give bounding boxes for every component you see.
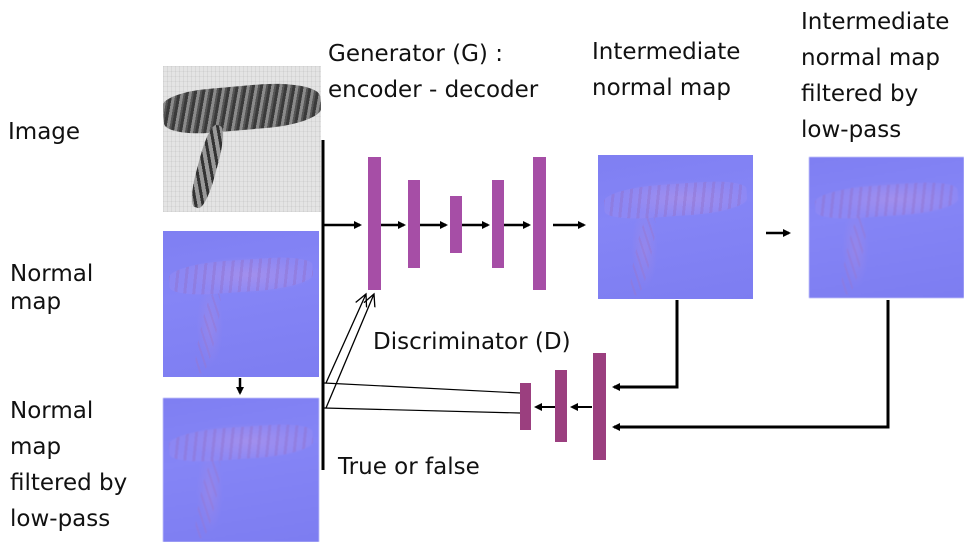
feedback-line [323,407,521,414]
feedback-arrow-to-generator [325,294,366,384]
filtered-normal-map-panel [163,398,319,542]
image-label: Image [8,119,81,145]
generator-layer [408,180,420,268]
discriminator-layer [555,370,567,442]
normal-map-panel [163,231,319,377]
feedback-line [323,382,521,394]
normal-map-filtered-label: Normal map filtered by low-pass [10,398,128,532]
arrow-filtered-to-discriminator [612,300,890,431]
intermediate-normal-map-panel [598,155,753,299]
generator-layer [368,157,381,290]
generator-layer [492,180,504,268]
true-or-false-label: True or false [338,454,480,480]
generator-layer [450,196,462,253]
discriminator-layer [520,383,531,430]
normal-map-label: Normal map [10,261,94,315]
intermediate-filtered-panel [809,157,964,298]
intermediate-filtered-label: Intermediate normal map filtered by low-… [801,9,950,143]
generator-label: Generator (G) : encoder - decoder [328,41,539,103]
intermediate-normal-map-label: Intermediate normal map [592,39,741,101]
feedback-arrow-to-generator [325,294,374,409]
discriminator-layer [593,353,606,460]
input-image-panel [163,66,321,212]
generator-layer [533,157,546,290]
discriminator-label: Discriminator (D) [373,329,571,355]
arrow-intermediate-to-discriminator [612,300,679,391]
